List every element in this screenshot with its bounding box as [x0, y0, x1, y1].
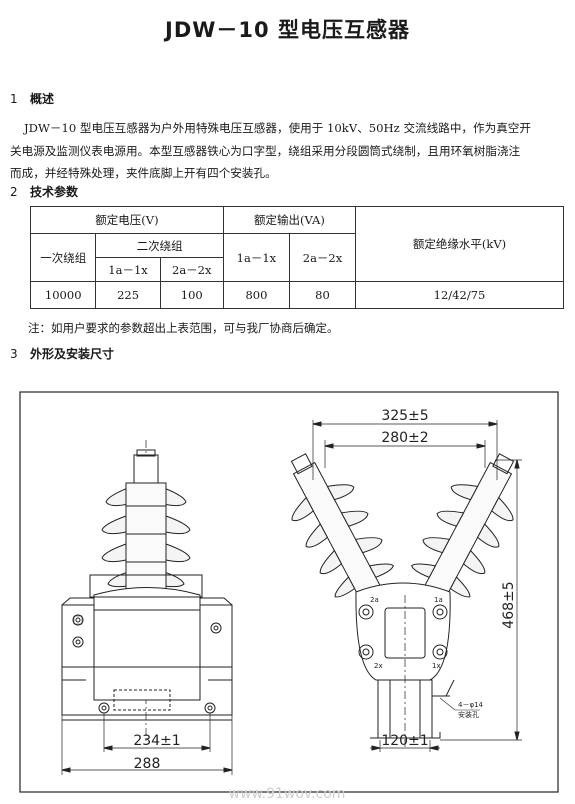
- watermark: www.91wov.com: [229, 786, 346, 802]
- terminal-1a: 1a: [434, 596, 443, 604]
- table-row: 10000 225 100 800 80 12/42/75: [29, 281, 564, 309]
- section-title: 概述: [30, 92, 55, 106]
- header-secondary: 二次绕组: [95, 233, 224, 258]
- page-title: JDW－10 型电压互感器: [165, 18, 410, 42]
- header-rated-output: 额定输出(VA): [222, 206, 357, 234]
- overview-line-2: 关电源及监测仪表电源用。本型互感器铁心为口字型，绕组采用分段圆筒式绕制，且用环氧…: [10, 143, 521, 158]
- header-insulation: 额定绝缘水平(kV): [355, 206, 564, 282]
- section-number: 1: [10, 92, 18, 106]
- header-primary: 一次绕组: [29, 233, 97, 282]
- overview-paragraph: JDW－10 型电压互感器为户外用特殊电压互感器，使用于 10kV、50Hz 交…: [10, 117, 568, 185]
- overview-line-3: 而成，并经特殊处理，夹件底脚上开有四个安装孔。: [10, 166, 277, 180]
- dim-325: 325±5: [381, 408, 428, 424]
- dim-288: 288: [134, 756, 161, 772]
- cell-2a2x: 100: [159, 281, 224, 309]
- cell-insulation: 12/42/75: [355, 281, 564, 309]
- section-title: 技术参数: [30, 185, 79, 199]
- header-out-1a1x: 1a－1x: [222, 233, 290, 282]
- terminal-2a: 2a: [370, 596, 379, 604]
- section-title: 外形及安装尺寸: [30, 347, 115, 361]
- header-1a1x: 1a－1x: [95, 257, 161, 282]
- table-note: 注：如用户要求的参数超出上表范围，可与我厂协商后确定。: [28, 321, 339, 335]
- header-rated-voltage: 额定电压(V): [30, 206, 224, 234]
- terminal-2x: 2x: [374, 662, 383, 670]
- cell-out-2a2x: 80: [288, 281, 357, 309]
- cell-primary: 10000: [29, 281, 97, 309]
- header-2a2x: 2a－2x: [159, 257, 224, 282]
- hole-label-2: 安装孔: [458, 710, 479, 719]
- section-heading-overview: 1 概述: [10, 90, 54, 107]
- spec-table: 额定电压(V) 额定输出(VA) 额定绝缘水平(kV) 一次绕组 二次绕组 1a…: [29, 206, 564, 309]
- outline-drawing: 234±1 288: [19, 391, 559, 802]
- dim-120: 120±1: [381, 733, 428, 749]
- dim-234: 234±1: [133, 733, 180, 749]
- section-heading-specs: 2 技术参数: [10, 183, 78, 200]
- dim-280: 280±2: [381, 430, 428, 446]
- overview-line-1: JDW－10 型电压互感器为户外用特殊电压互感器，使用于 10kV、50Hz 交…: [24, 121, 531, 135]
- section-heading-dimensions: 3 外形及安装尺寸: [10, 345, 114, 362]
- section-number: 3: [10, 347, 18, 361]
- section-number: 2: [10, 185, 18, 199]
- cell-1a1x: 225: [95, 281, 161, 309]
- dim-468: 468±5: [501, 581, 517, 628]
- terminal-1x: 1x: [432, 662, 441, 670]
- header-out-2a2x: 2a－2x: [288, 233, 357, 282]
- cell-out-1a1x: 800: [222, 281, 290, 309]
- side-view: [290, 420, 522, 752]
- hole-label: 4－φ14: [458, 701, 484, 709]
- front-view: [61, 440, 233, 775]
- drawing-frame: [19, 391, 559, 793]
